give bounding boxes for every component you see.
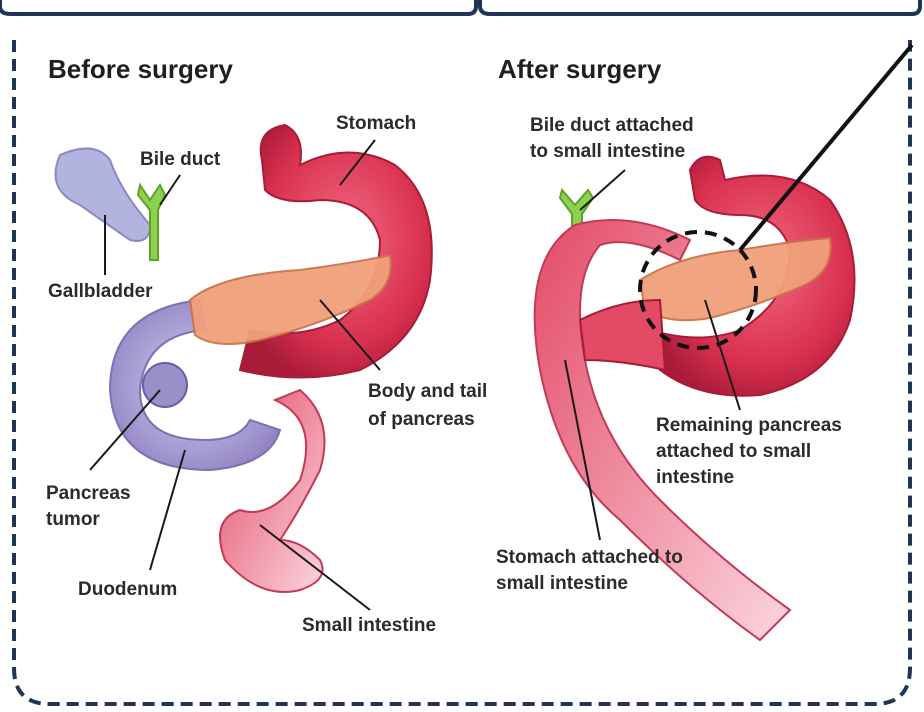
label-tumor-line2: tumor xyxy=(46,508,100,532)
label-bile-attached-line1: Bile duct attached xyxy=(530,114,694,138)
label-remaining-line3: intestine xyxy=(656,466,734,490)
before-surgery-title: Before surgery xyxy=(48,54,233,85)
label-body-tail-line2: of pancreas xyxy=(368,408,475,432)
label-small-intestine: Small intestine xyxy=(302,614,436,638)
label-duodenum: Duodenum xyxy=(78,578,177,602)
gallbladder-shape xyxy=(56,149,151,241)
stomach-before-shape xyxy=(240,125,432,378)
label-bile-duct: Bile duct xyxy=(140,148,220,172)
label-gallbladder: Gallbladder xyxy=(48,280,153,304)
top-tab-right xyxy=(480,0,920,14)
label-stomach-attached-line2: small intestine xyxy=(496,572,628,596)
label-bile-attached-line2: to small intestine xyxy=(530,140,685,164)
jejunum-shape xyxy=(580,300,665,370)
label-body-tail-line1: Body and tail xyxy=(368,380,487,404)
label-stomach-attached-line1: Stomach attached to xyxy=(496,546,683,570)
after-surgery-title: After surgery xyxy=(498,54,661,85)
label-remaining-line2: attached to small xyxy=(656,440,811,464)
label-remaining-line1: Remaining pancreas xyxy=(656,414,842,438)
label-stomach: Stomach xyxy=(336,112,416,136)
top-tab-left xyxy=(0,0,476,14)
label-tumor-line1: Pancreas xyxy=(46,482,131,506)
